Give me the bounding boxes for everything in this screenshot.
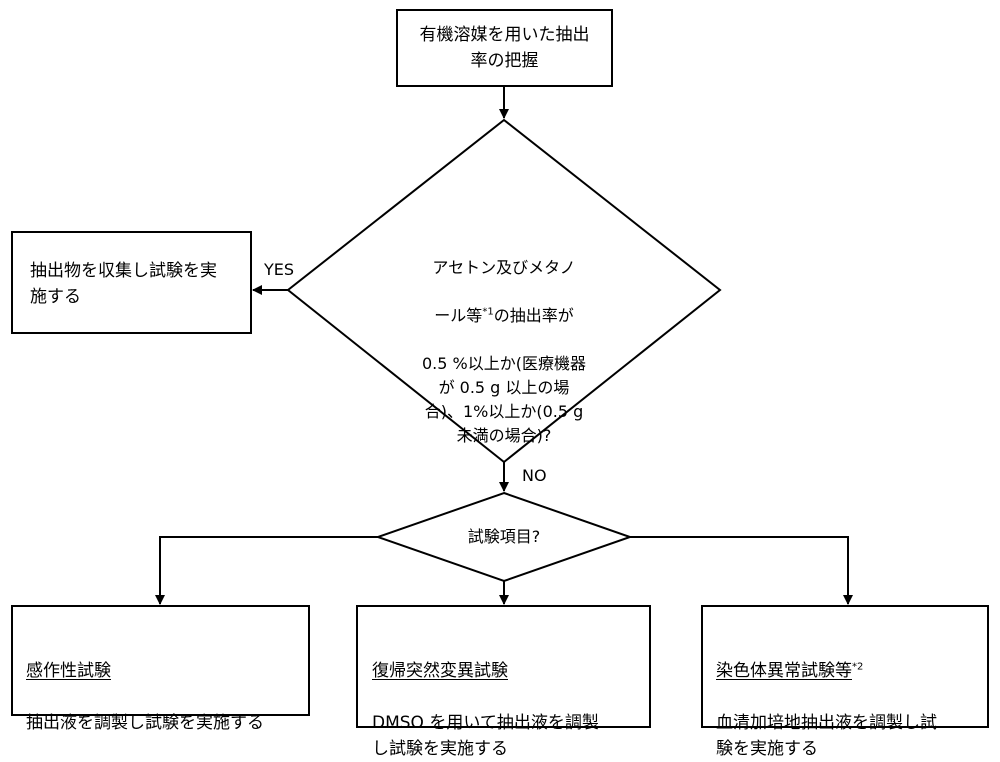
sensitization-title: 感作性試験	[26, 661, 111, 681]
sensitization-body: 抽出液を調製し試験を実施する	[26, 713, 264, 733]
mutation-box	[356, 605, 651, 728]
connector-to-left-branch	[155, 536, 378, 605]
decision1-rest: 0.5 %以上か(医療機器 が 0.5 g 以上の場 合)、1%以上か(0.5 …	[422, 354, 586, 445]
mutation-box-text: 復帰突然変異試験 DMSO を用いて抽出液を調製 し試験を実施する	[372, 632, 644, 762]
chromosome-title: 染色体異常試験等	[716, 661, 852, 681]
yes-label: YES	[264, 260, 295, 279]
yes-box-text: 抽出物を収集し試験を実 施する	[30, 261, 217, 307]
yes-result-box	[11, 231, 252, 334]
footnote-ref-2: *2	[852, 661, 864, 673]
chromosome-box-text: 染色体異常試験等*2 血清加培地抽出液を調製し試 験を実施する	[716, 632, 982, 762]
sensitization-box	[11, 605, 310, 716]
start-box-text: 有機溶媒を用いた抽出 率の把握	[419, 25, 590, 71]
connector-to-right-branch	[630, 536, 853, 605]
no-label: NO	[522, 466, 547, 485]
chromosome-box	[701, 605, 989, 728]
flowchart-canvas	[11, 9, 989, 728]
sensitization-box-text: 感作性試験 抽出液を調製し試験を実施する	[26, 632, 304, 736]
decision1-line1: アセトン及びメタノ	[432, 258, 576, 277]
mutation-body: DMSO を用いて抽出液を調製 し試験を実施する	[372, 713, 599, 759]
decision1-line2: ール等*1の抽出率が	[434, 306, 574, 325]
decision2-text: 試験項目?	[467, 527, 541, 546]
chromosome-body: 血清加培地抽出液を調製し試 験を実施する	[716, 713, 937, 759]
footnote-ref-1: *1	[482, 306, 494, 318]
mutation-title: 復帰突然変異試験	[372, 661, 508, 681]
decision1-text: アセトン及びメタノ ール等*1の抽出率が 0.5 %以上か(医療機器 が 0.5…	[398, 232, 610, 448]
